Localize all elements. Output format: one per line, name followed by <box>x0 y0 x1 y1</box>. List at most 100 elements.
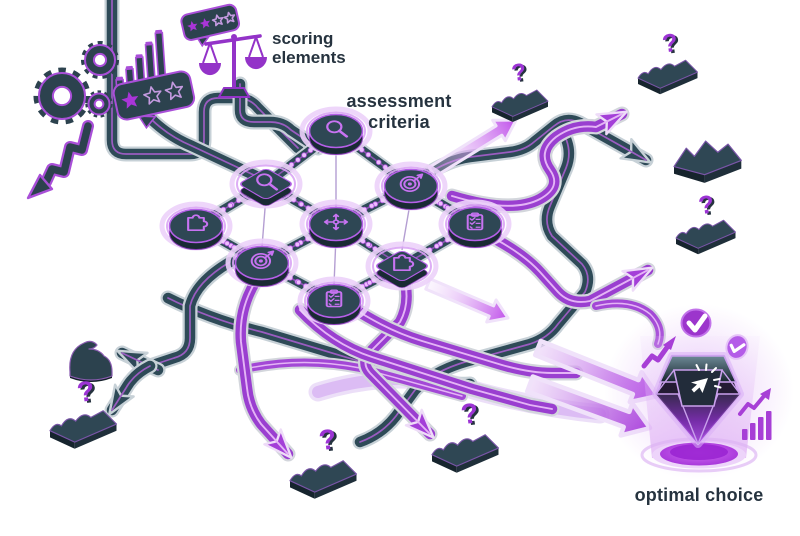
node-glow-ring <box>365 241 439 291</box>
edge-light-dot <box>295 279 302 286</box>
beam-arrow-to-top-platform <box>427 118 518 179</box>
star-icon <box>121 91 139 109</box>
road-path <box>111 365 151 411</box>
edge-light-dot <box>375 159 382 166</box>
edge-light-dot <box>433 243 440 249</box>
teal-road <box>104 358 158 418</box>
question-mark-shadow: ? <box>78 377 100 411</box>
star-icon <box>223 11 236 24</box>
platform-face <box>673 140 742 176</box>
purple-road <box>292 302 560 417</box>
star-icon <box>164 81 184 101</box>
question-mark-platform: ?? <box>675 190 737 255</box>
question-mark-shadow: ? <box>462 399 484 433</box>
optimal-choice-label: optimal choice <box>635 485 764 505</box>
road-path <box>149 117 257 177</box>
assessment-criteria-grid <box>159 106 512 326</box>
road-path <box>416 112 654 184</box>
uptrend-arrow-icon <box>641 336 676 369</box>
platform-face <box>50 430 75 449</box>
scoring-elements-label-line2: elements <box>272 48 346 67</box>
edge-light-dot <box>227 202 234 209</box>
question-mark: ? <box>697 190 716 220</box>
platform-face <box>492 106 513 122</box>
grid-node-clipboard <box>438 199 512 249</box>
teal-road <box>232 76 326 156</box>
gear-icon <box>33 67 91 125</box>
node-top <box>376 250 428 282</box>
edge-light-dot <box>368 203 375 209</box>
node-top <box>234 245 290 281</box>
balance-scale-icon <box>199 34 267 98</box>
edge-light-dot <box>365 151 372 158</box>
clipboard-icon <box>466 212 484 231</box>
question-mark-shadow: ? <box>512 60 530 89</box>
purple-road <box>474 224 656 310</box>
platform-face <box>431 434 500 467</box>
purple-road <box>233 264 296 462</box>
edge-light-dot <box>365 241 372 248</box>
grid-node-puzzle <box>159 201 233 251</box>
gear-icon <box>80 40 120 80</box>
platform-face <box>637 59 699 89</box>
question-mark-shadow: ? <box>663 30 682 60</box>
dead-end-platform <box>69 340 113 382</box>
star-icon <box>187 21 198 32</box>
flowchart-icon <box>323 213 349 231</box>
grid-node-magnifier <box>229 159 303 209</box>
question-mark-platform: ?? <box>431 397 500 473</box>
platform-face <box>456 448 499 473</box>
platform-face <box>698 232 736 255</box>
road-path <box>239 83 319 149</box>
platform-face <box>314 474 357 499</box>
labels: scoring elements assessment criteria opt… <box>272 29 763 505</box>
rating-stars-bubble-icon <box>180 3 241 48</box>
purple-road <box>342 298 584 381</box>
platform-face <box>432 454 457 473</box>
node-top <box>447 206 503 242</box>
platform-face <box>674 166 705 183</box>
question-mark: ? <box>317 423 339 457</box>
road-path <box>451 113 623 207</box>
question-mark-shadow: ? <box>699 192 718 222</box>
question-mark-platform: ?? <box>49 375 118 449</box>
node-glow-ring <box>229 159 303 209</box>
road-path <box>239 361 463 397</box>
platform-face <box>289 460 358 493</box>
node-top <box>168 208 224 244</box>
node-top <box>383 168 439 204</box>
edge-light-dot <box>295 157 301 163</box>
star-icon <box>143 86 162 105</box>
platform-face <box>676 238 699 255</box>
question-mark-platform: ?? <box>637 29 699 95</box>
edge-light-dot <box>298 201 305 208</box>
target-icon <box>399 173 424 193</box>
question-mark-shadow: ? <box>320 425 342 459</box>
platform-face <box>660 72 698 95</box>
teal-road <box>352 120 596 450</box>
downtrend-arrow-icon <box>26 120 94 200</box>
assessment-criteria-label-line1: assessment <box>346 91 451 111</box>
road-path <box>149 261 231 367</box>
platform-face <box>69 340 113 381</box>
question-mark: ? <box>660 29 679 59</box>
platform-face <box>512 101 548 122</box>
magnifier-icon <box>326 120 349 138</box>
platform-face <box>290 480 315 499</box>
star-icon <box>211 14 224 27</box>
node-top <box>308 113 364 149</box>
rising-bars-icon <box>738 388 772 440</box>
grid-node-target <box>374 161 448 211</box>
platform-face <box>491 89 549 117</box>
beam-arrows-small <box>424 118 518 324</box>
gear-icon <box>85 90 113 118</box>
check-circle-icon <box>680 308 712 338</box>
road-path <box>239 271 289 455</box>
edge-light-dot <box>301 152 307 158</box>
purple-road <box>444 106 630 214</box>
question-mark: ? <box>75 375 97 409</box>
puzzle-icon <box>393 254 415 271</box>
question-mark: ? <box>510 58 528 87</box>
